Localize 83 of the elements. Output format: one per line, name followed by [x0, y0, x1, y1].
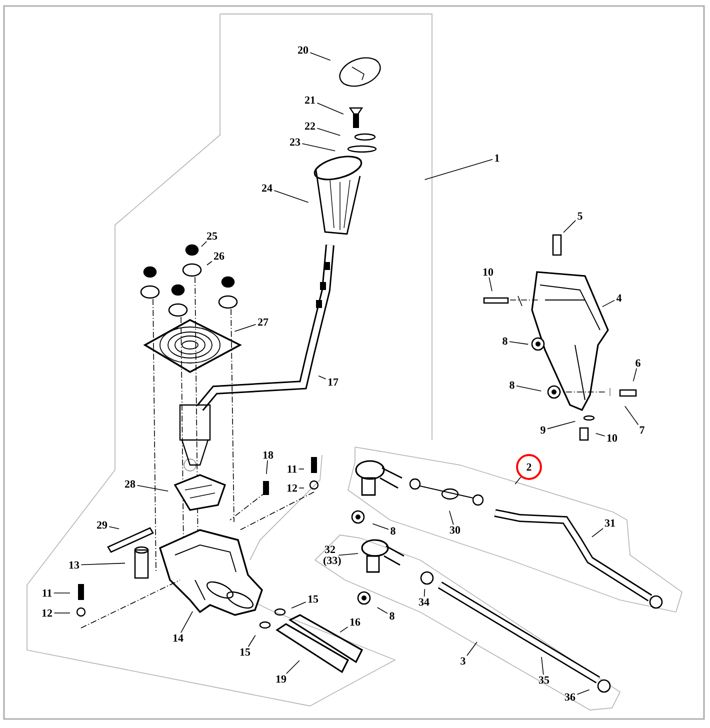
leader-line	[298, 468, 304, 470]
leader-line	[316, 128, 341, 136]
leader-line	[514, 476, 522, 484]
leader-line	[318, 376, 326, 380]
leader-line	[266, 460, 268, 474]
callout-number: 36	[564, 693, 576, 701]
callout-number: 17	[328, 378, 338, 386]
callout-number: 7	[640, 426, 644, 434]
leader-line	[340, 626, 348, 633]
callout-number: 28	[124, 480, 136, 488]
leader-line	[547, 420, 576, 430]
callout-number: 29	[96, 521, 108, 529]
callout-number: 13	[69, 561, 80, 569]
callout-number: 1	[495, 154, 500, 162]
leader-line	[424, 158, 493, 180]
leader-line	[595, 433, 606, 436]
leader-line	[632, 368, 637, 382]
leader-line	[509, 341, 528, 345]
callout-number: 9	[540, 426, 546, 434]
callout-number: 4	[616, 294, 622, 302]
leader-line	[592, 528, 604, 538]
leader-line	[602, 300, 615, 308]
callout-number: 11	[42, 589, 52, 597]
callout-number: 10	[607, 434, 618, 442]
leader-line	[541, 656, 544, 676]
callout-number: 21	[304, 96, 315, 104]
callout-number: 16	[350, 618, 360, 626]
callout-number: 34	[418, 598, 430, 606]
leader-line	[449, 510, 454, 526]
leader-line	[563, 220, 576, 233]
callout-number: 24	[262, 184, 272, 192]
callout-number: 8	[390, 612, 394, 620]
callout-number: 15	[240, 648, 250, 656]
leader-line	[488, 277, 492, 292]
callout-number: 12	[287, 484, 297, 492]
leader-line	[108, 526, 120, 530]
callout-number: 19	[276, 675, 286, 683]
leader-line	[466, 642, 478, 656]
leader-line	[234, 324, 256, 332]
callout-number: 25	[206, 232, 218, 240]
leader-line	[316, 102, 344, 114]
leader-line	[310, 52, 331, 61]
leader-line	[338, 553, 358, 556]
callout-number: 3	[460, 657, 466, 665]
leader-line	[206, 260, 212, 266]
callout-number: 35	[538, 676, 550, 684]
callout-number: 18	[263, 451, 274, 459]
leader-line	[376, 607, 388, 614]
callout-number: 2	[516, 454, 542, 480]
leader-line	[80, 562, 126, 566]
leader-line	[274, 190, 309, 203]
callout-number: 14	[173, 634, 184, 642]
callout-number: 8	[502, 337, 508, 345]
leader-line	[54, 612, 70, 614]
leader-line	[576, 689, 590, 695]
callout-number: 30	[450, 526, 460, 534]
callout-number: 6	[636, 359, 640, 367]
callout-number: 10	[483, 268, 494, 276]
callout-number: 22	[304, 122, 315, 130]
callout-number: 11	[288, 465, 297, 473]
leader-line	[624, 406, 639, 426]
callout-number: 8	[510, 381, 514, 389]
leader-line	[424, 588, 426, 598]
callout-number: 23	[290, 138, 300, 146]
callout-number: 5	[578, 212, 582, 220]
callout-number: 8	[390, 527, 396, 535]
leader-line	[248, 634, 256, 648]
leader-line	[136, 484, 168, 492]
callout-number: 20	[298, 46, 308, 54]
leader-line	[302, 143, 336, 152]
leader-line	[286, 660, 300, 674]
callout-number: 12	[42, 609, 52, 617]
leader-line	[516, 386, 542, 392]
callout-number: 32 (33)	[324, 546, 341, 566]
callout-number: 26	[214, 252, 224, 260]
callout-number: 27	[258, 318, 268, 326]
leader-line	[53, 592, 70, 594]
leader-line	[372, 523, 389, 530]
leader-line	[201, 240, 208, 247]
leader-line	[180, 611, 193, 634]
callout-number: 31	[604, 519, 615, 527]
leader-line	[291, 602, 306, 608]
callout-number: 15	[308, 595, 318, 603]
